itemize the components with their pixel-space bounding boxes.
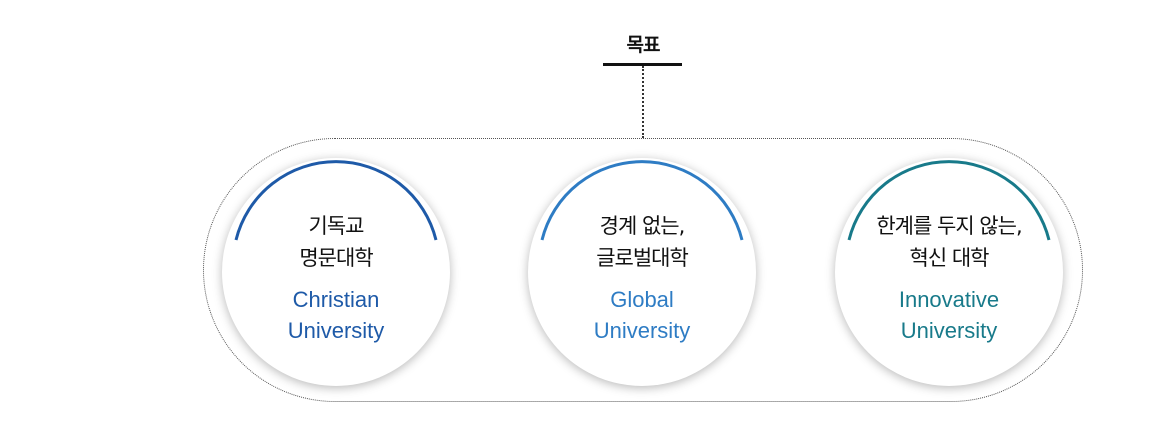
korean-line-1: 기독교 [308,214,365,238]
korean-line-1: 경계 없는, [599,214,686,238]
english-line-1: Innovative [898,287,1000,312]
korean-line-2: 글로벌대학 [596,246,689,270]
goal-title: 목표 [626,34,661,56]
korean-line-1: 한계를 두지 않는, [876,214,1022,238]
arc-decoration-icon [847,160,1051,241]
english-line-2: University [900,318,998,343]
connector-line [642,66,644,138]
english-line-1: Christian [292,287,380,312]
goal-english-label: Christian University [222,284,450,346]
goal-korean-label: 한계를 두지 않는, 혁신 대학 [835,210,1063,274]
goal-circle-christian: 기독교 명문대학 Christian University [222,158,450,386]
goal-english-label: Global University [528,284,756,346]
korean-line-2: 혁신 대학 [909,246,990,270]
korean-line-2: 명문대학 [299,246,373,270]
goals-frame [203,138,1083,402]
title-underline [603,63,682,66]
goal-circle-innovative: 한계를 두지 않는, 혁신 대학 Innovative University [835,158,1063,386]
english-line-2: University [287,318,385,343]
arc-decoration-icon [234,160,438,241]
english-line-1: Global [610,287,674,312]
goal-circle-global: 경계 없는, 글로벌대학 Global University [528,158,756,386]
english-line-2: University [593,318,691,343]
goal-korean-label: 경계 없는, 글로벌대학 [528,210,756,274]
goal-korean-label: 기독교 명문대학 [222,210,450,274]
arc-decoration-icon [540,160,744,241]
goal-english-label: Innovative University [835,284,1063,346]
